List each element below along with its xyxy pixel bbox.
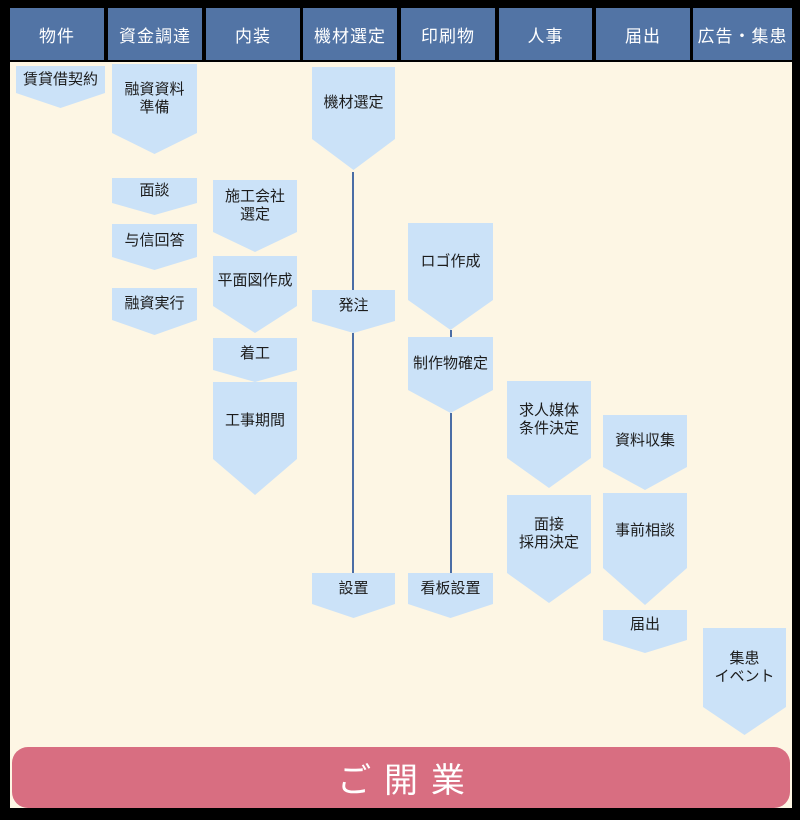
connector-logo-to-deliverables [450, 330, 452, 338]
header-column-printing: 印刷物 [401, 8, 495, 60]
header-column-equipment: 機材選定 [303, 8, 397, 60]
header-column-notification: 届出 [596, 8, 690, 60]
header-column-hr: 人事 [499, 8, 592, 60]
header-column-property: 物件 [10, 8, 104, 60]
connector-order-to-installation [352, 333, 354, 573]
header-column-financing: 資金調達 [108, 8, 202, 60]
header-column-advertising: 広告・集患 [693, 8, 792, 60]
node-financing-docs-prep: 融資資料 準備 [112, 64, 197, 154]
header-column-interior: 内装 [206, 8, 300, 60]
connector-equipment-to-order [352, 172, 354, 290]
grand-opening-label: ご開業 [337, 762, 478, 800]
connector-deliverables-to-signboard [450, 413, 452, 573]
grand-opening-banner: ご開業 [12, 747, 790, 808]
